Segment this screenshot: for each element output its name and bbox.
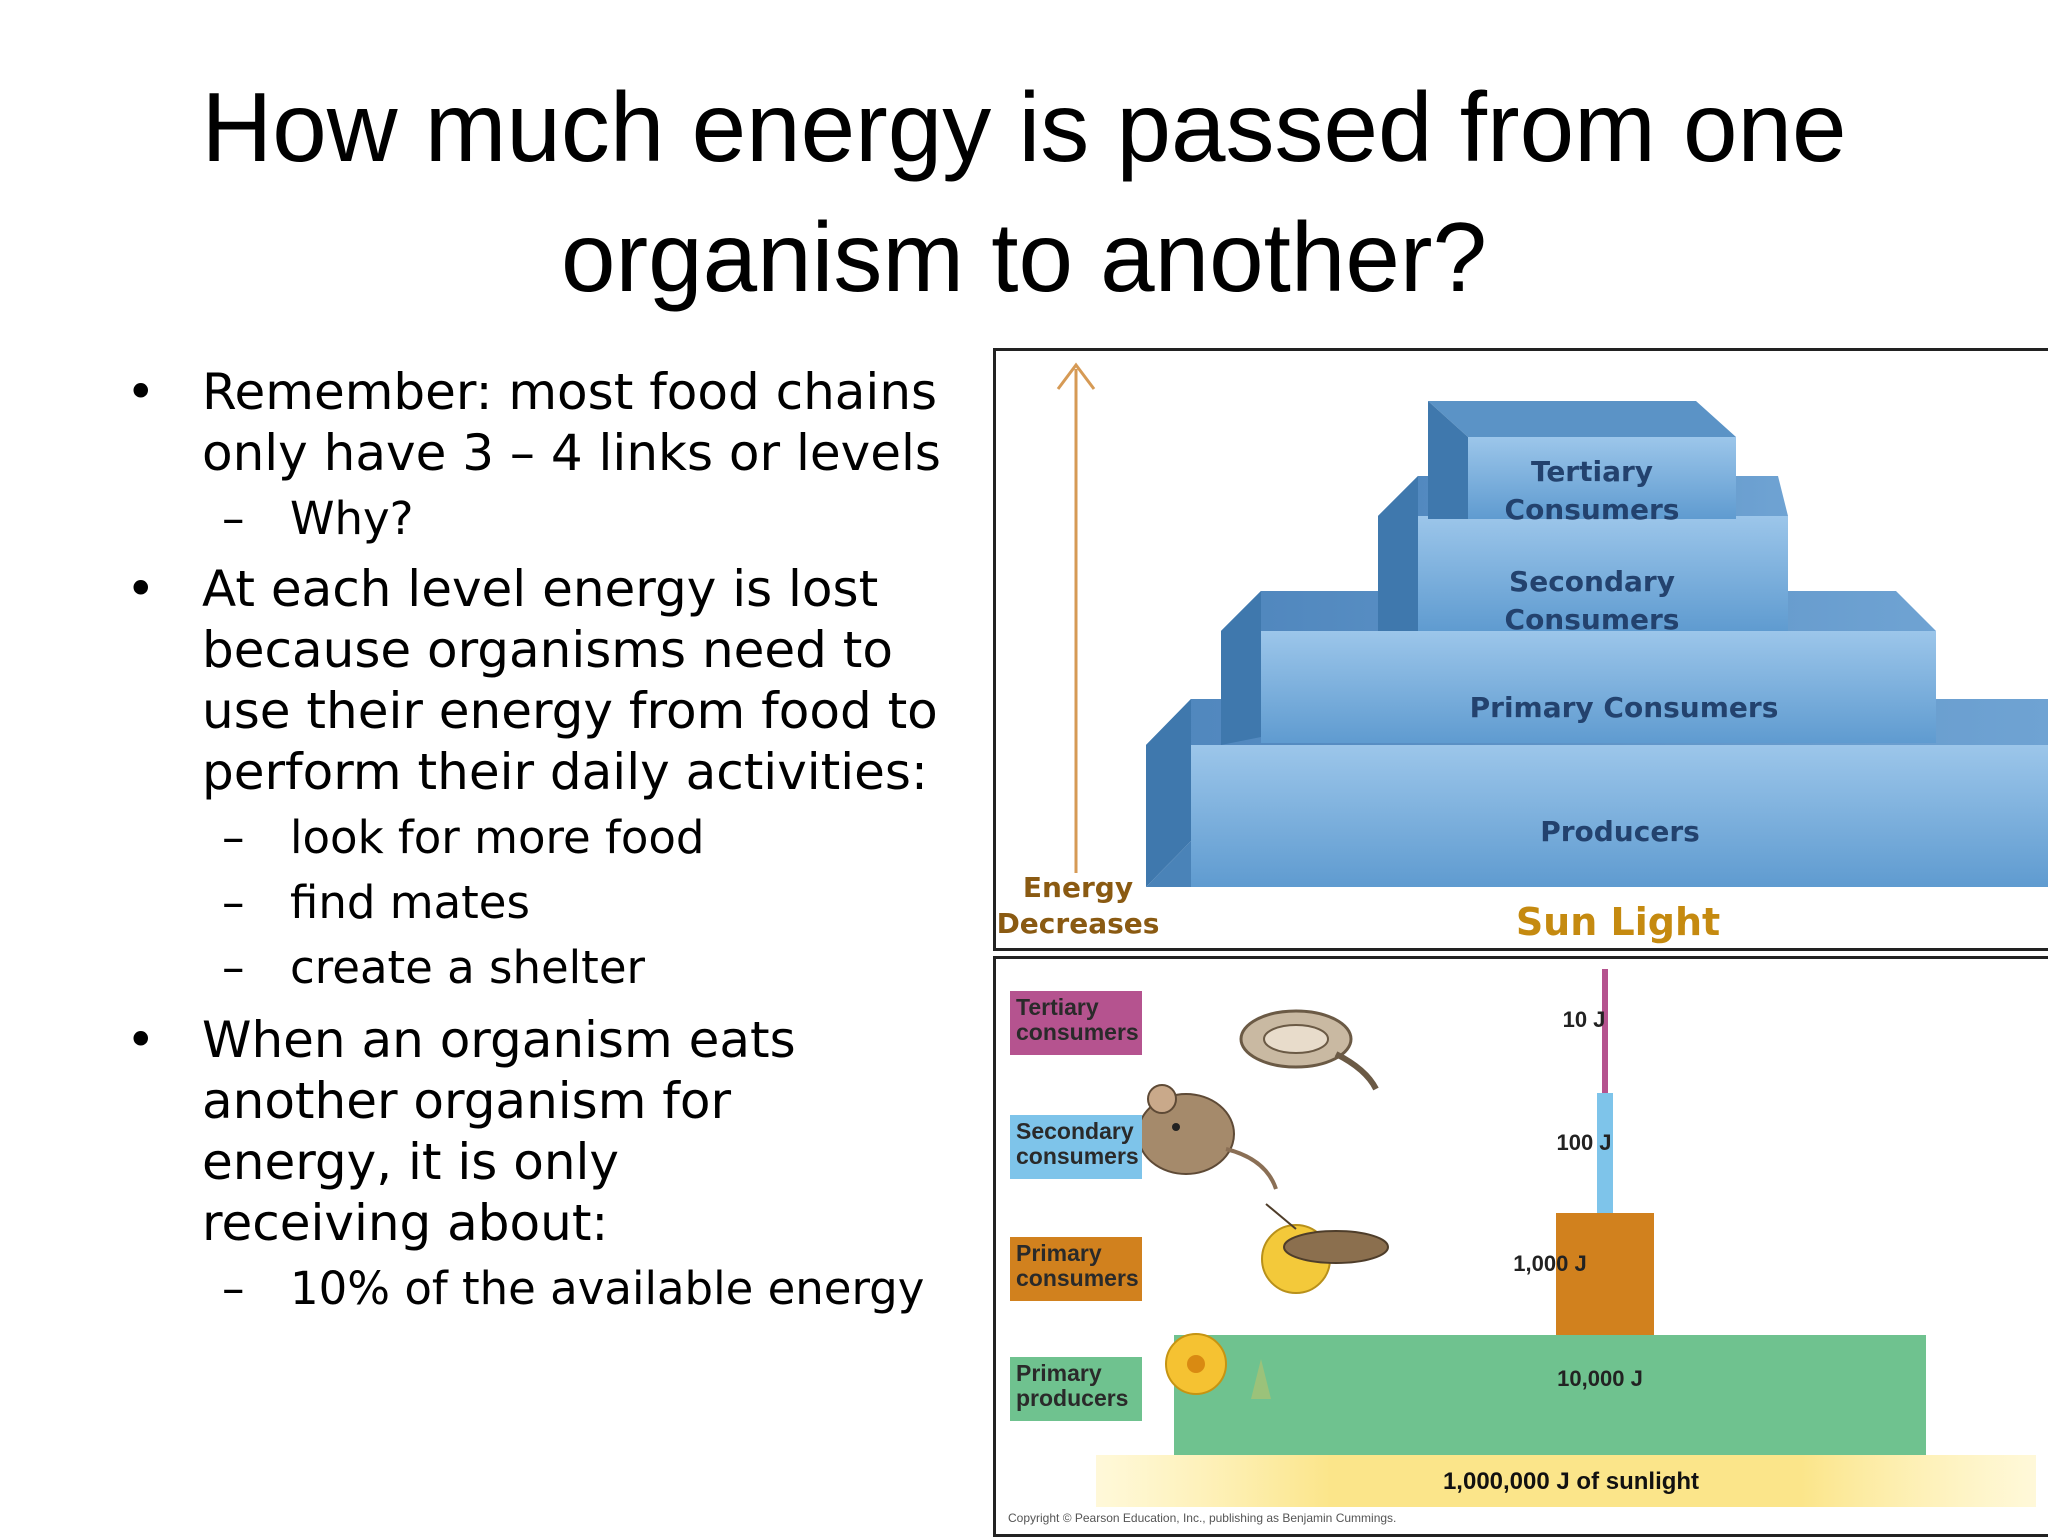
- value-label-primary-consumers: 1,000 J: [1513, 1251, 1586, 1276]
- bullet-dot-icon: •: [126, 363, 156, 421]
- dash-icon: –: [222, 492, 245, 545]
- bar-tertiary-consumers: [1602, 969, 1608, 1093]
- value-label-secondary-consumers: 100 J: [1556, 1130, 1611, 1155]
- value-label-primary-producers: 10,000 J: [1557, 1366, 1643, 1391]
- category-primary-producers: Primary producers: [1010, 1357, 1142, 1421]
- sun-light-label: Sun Light: [1516, 900, 1720, 944]
- category-primary-consumers: Primary consumers: [1010, 1237, 1142, 1301]
- bullet-dot-icon: •: [126, 1011, 156, 1069]
- bar-primary-producers: [1174, 1335, 1926, 1455]
- tertiary-label-line2: Consumers: [1505, 493, 1680, 526]
- category-secondary-consumers: Secondary consumers: [1010, 1115, 1142, 1179]
- dash-icon: –: [222, 876, 245, 929]
- title-line-1: How much energy is passed from one: [201, 72, 1847, 182]
- bar-primary-consumers: [1556, 1213, 1654, 1335]
- energy-transfer-chart: 1,000,000 J of sunlight 10,000 J 1,000 J…: [1096, 969, 2036, 1507]
- grasshopper-icon: [1261, 1203, 1389, 1294]
- energy-label-line1: Energy: [1023, 871, 1133, 904]
- energy-arrow-head-icon: [1056, 362, 1096, 390]
- energy-pyramid: Tertiary Consumers Secondary Consumers P…: [997, 362, 2048, 944]
- secondary-label-line2: Consumers: [1505, 603, 1680, 636]
- bullet-dot-icon: •: [126, 560, 156, 618]
- secondary-label-line1: Secondary: [1509, 565, 1675, 598]
- sub-bullet-item: – Why?: [118, 486, 978, 551]
- slide-title: How much energy is passed from one organ…: [0, 62, 2048, 322]
- bullet-item: • At each level energy is lost because o…: [126, 560, 938, 801]
- sub-bullet-item: – look for more food: [118, 805, 978, 870]
- dash-icon: –: [222, 811, 245, 864]
- sub-bullet-item: – create a shelter: [118, 935, 978, 1000]
- bar-secondary-consumers: [1597, 1093, 1613, 1213]
- energy-label-line2: Decreases: [997, 907, 1160, 940]
- energy-transfer-panel: 1,000,000 J of sunlight 10,000 J 1,000 J…: [993, 956, 2048, 1537]
- sunlight-band: [1096, 1455, 2036, 1507]
- title-line-2: organism to another?: [560, 202, 1488, 312]
- producers-label: Producers: [1540, 815, 1700, 848]
- energy-pyramid-panel: Tertiary Consumers Secondary Consumers P…: [993, 348, 2048, 951]
- dash-icon: –: [222, 941, 245, 994]
- sunlight-label: 1,000,000 J of sunlight: [1443, 1468, 1699, 1495]
- copyright-text: Copyright © Pearson Education, Inc., pub…: [1008, 1511, 1397, 1525]
- bullet-item: • When an organism eats another organism…: [126, 1011, 796, 1252]
- tertiary-label-line1: Tertiary: [1531, 455, 1653, 488]
- bullet-item: • Remember: most food chains only have 3…: [126, 363, 941, 482]
- sub-bullet-item: – find mates: [118, 870, 978, 935]
- sub-bullet-item: – 10% of the available energy: [118, 1256, 978, 1321]
- value-label-tertiary-consumers: 10 J: [1563, 1007, 1606, 1032]
- bullet-list: • Remember: most food chains only have 3…: [118, 362, 978, 1321]
- pyramid-level-tertiary: [1428, 401, 1736, 519]
- snake-icon: [1239, 1009, 1379, 1091]
- primary-consumers-label: Primary Consumers: [1470, 691, 1779, 724]
- flower-icon: [1165, 1333, 1271, 1399]
- mouse-icon: [1137, 1084, 1278, 1190]
- dash-icon: –: [222, 1262, 245, 1315]
- category-tertiary-consumers: Tertiary consumers: [1010, 991, 1142, 1055]
